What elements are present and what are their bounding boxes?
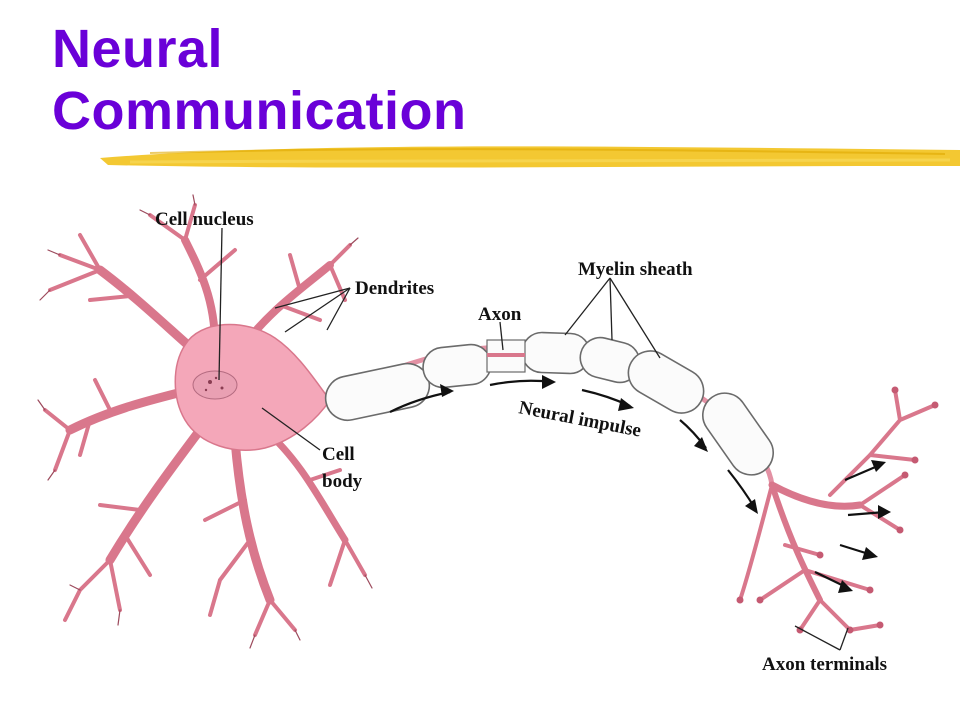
myelin-sheath-label: Myelin sheath <box>578 259 693 280</box>
myelin-sheath-segments <box>324 331 774 476</box>
axon-label: Axon <box>478 304 522 325</box>
title-line-1: Neural <box>52 19 224 79</box>
axon-terminals-label: Axon terminals <box>762 654 887 675</box>
leader-lines <box>218 227 849 651</box>
cell-nucleus-label: Cell nucleus <box>155 209 254 230</box>
axon-drawing <box>324 331 775 486</box>
dendrites-label: Dendrites <box>355 278 434 299</box>
title-line-2: Communication <box>52 81 467 141</box>
axon-terminals-drawing <box>736 386 939 634</box>
cell-body-drawing <box>174 323 331 451</box>
impulse-arrows <box>389 375 891 593</box>
slide-title: Neural Communication <box>52 18 467 142</box>
cell-body-label-line-2: body <box>322 471 363 492</box>
cell-body-label-line-1: Cell <box>322 444 355 465</box>
